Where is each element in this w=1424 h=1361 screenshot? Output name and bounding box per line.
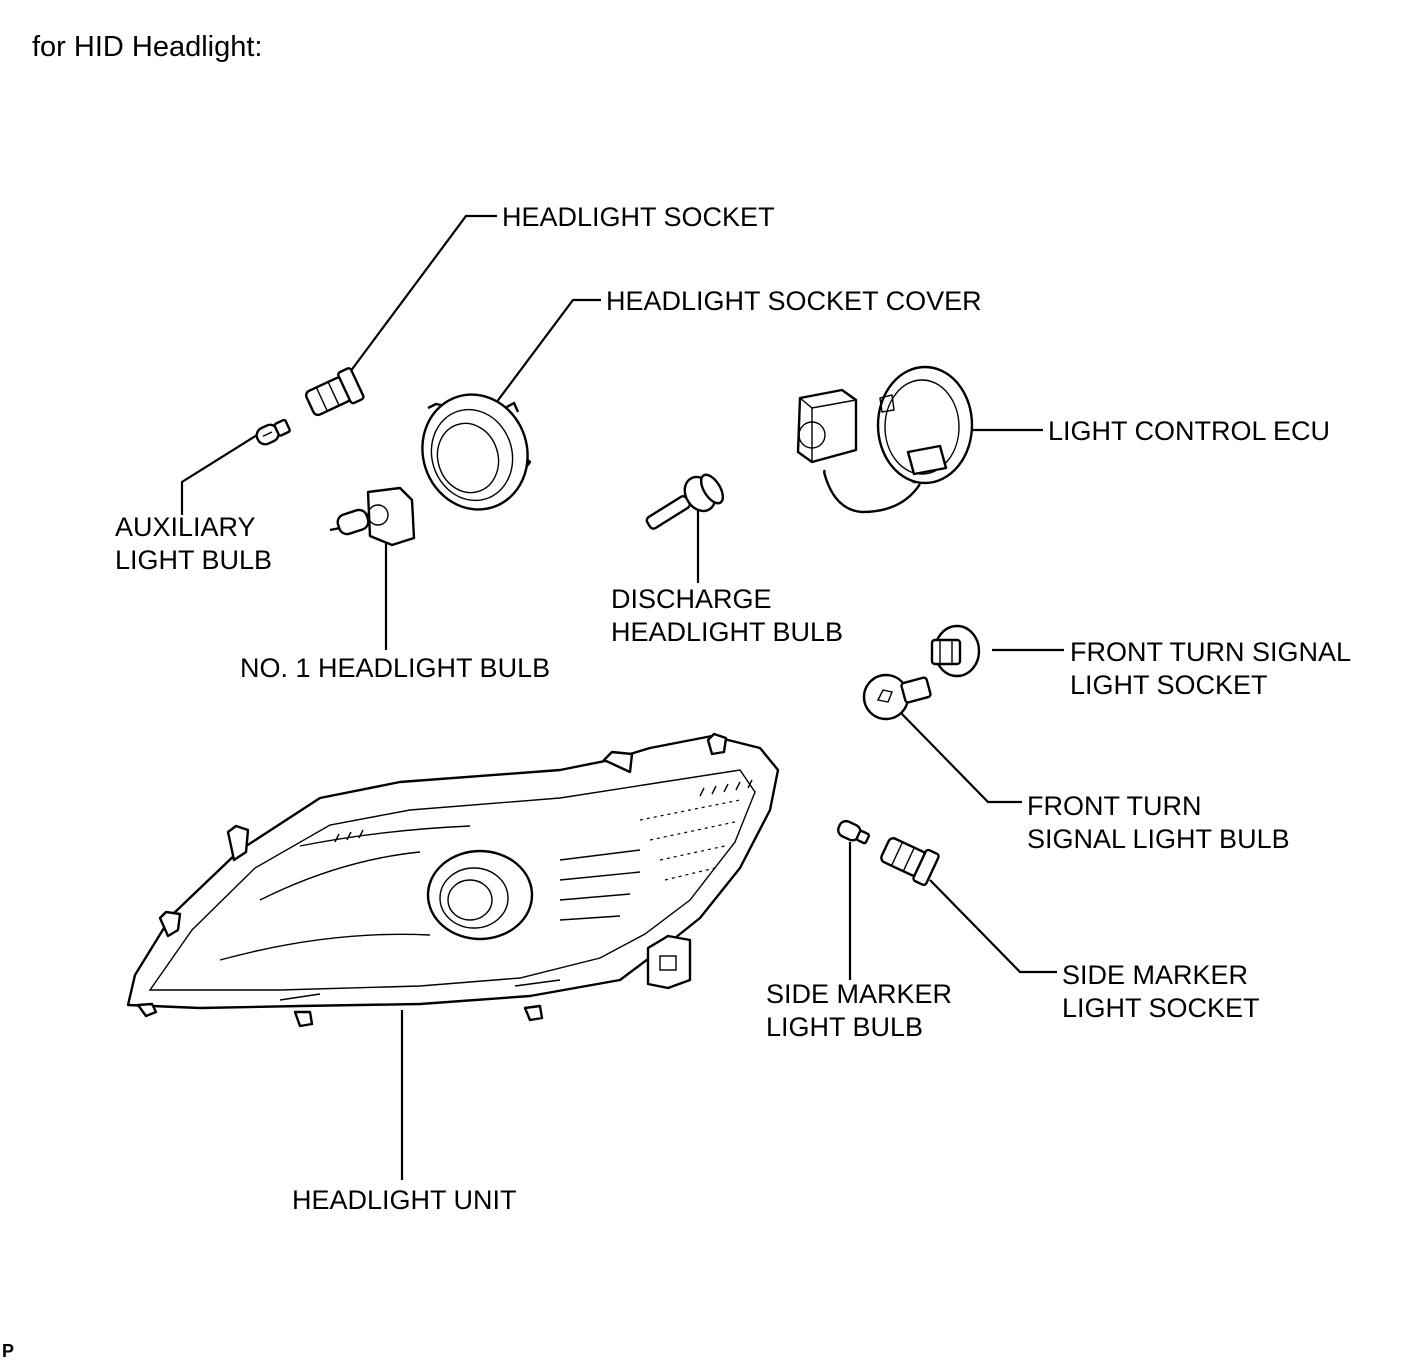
leader-auxiliary-light-bulb <box>180 429 266 515</box>
labels: HEADLIGHT SOCKET HEADLIGHT SOCKET COVER … <box>115 202 1358 1215</box>
label-line: LIGHT BULB <box>115 545 272 575</box>
auxiliary-light-bulb-part <box>255 418 291 446</box>
label-line: SIDE MARKER <box>1062 960 1248 990</box>
side-marker-socket-part <box>880 837 940 887</box>
label-light-control-ecu: LIGHT CONTROL ECU <box>1048 416 1330 446</box>
label-front-turn-signal-socket: FRONT TURN SIGNAL LIGHT SOCKET <box>1070 637 1358 700</box>
headlight-unit-part <box>126 732 780 1028</box>
label-line: DISCHARGE <box>611 584 772 614</box>
label-headlight-unit: HEADLIGHT UNIT <box>292 1185 517 1215</box>
label-no1-headlight-bulb: NO. 1 HEADLIGHT BULB <box>240 653 550 683</box>
label-headlight-socket: HEADLIGHT SOCKET <box>502 202 775 232</box>
light-control-ecu-part <box>796 365 974 514</box>
label-line: LIGHT CONTROL ECU <box>1048 416 1330 446</box>
side-marker-bulb-part <box>837 819 871 845</box>
leader-side-marker-socket <box>929 879 1057 974</box>
label-line: LIGHT SOCKET <box>1070 670 1268 700</box>
label-front-turn-signal-bulb: FRONT TURN SIGNAL LIGHT BULB <box>1027 791 1290 854</box>
leader-headlight-socket <box>349 214 497 373</box>
label-line: HEADLIGHT BULB <box>611 617 843 647</box>
diagram-title: for HID Headlight: <box>32 31 263 63</box>
label-line: HEADLIGHT SOCKET COVER <box>606 286 982 316</box>
headlight-socket-part <box>304 367 365 417</box>
front-turn-signal-bulb-part <box>862 673 932 721</box>
discharge-headlight-bulb-part <box>645 473 725 530</box>
label-line: NO. 1 HEADLIGHT BULB <box>240 653 550 683</box>
label-line: HEADLIGHT SOCKET <box>502 202 775 232</box>
label-line: SIGNAL LIGHT BULB <box>1027 824 1290 854</box>
front-turn-signal-socket-part <box>930 624 981 678</box>
label-line: LIGHT SOCKET <box>1062 993 1260 1023</box>
leader-front-turn-signal-bulb <box>899 711 1022 804</box>
corner-mark: P <box>2 1341 14 1361</box>
label-line: FRONT TURN <box>1027 791 1202 821</box>
headlight-socket-cover-part <box>421 393 532 511</box>
label-side-marker-socket: SIDE MARKER LIGHT SOCKET <box>1062 960 1260 1023</box>
label-line: AUXILIARY <box>115 512 256 542</box>
label-headlight-socket-cover: HEADLIGHT SOCKET COVER <box>606 286 982 316</box>
label-auxiliary-light-bulb: AUXILIARY LIGHT BULB <box>115 512 272 575</box>
label-discharge-headlight-bulb: DISCHARGE HEADLIGHT BULB <box>611 584 843 647</box>
label-line: SIDE MARKER <box>766 979 952 1009</box>
no1-headlight-bulb-part <box>329 486 416 547</box>
label-line: HEADLIGHT UNIT <box>292 1185 517 1215</box>
label-line: FRONT TURN SIGNAL <box>1070 637 1351 667</box>
leader-lines <box>180 214 1064 1180</box>
label-line: LIGHT BULB <box>766 1012 923 1042</box>
leader-headlight-socket-cover <box>486 298 601 416</box>
label-side-marker-bulb: SIDE MARKER LIGHT BULB <box>766 979 960 1042</box>
